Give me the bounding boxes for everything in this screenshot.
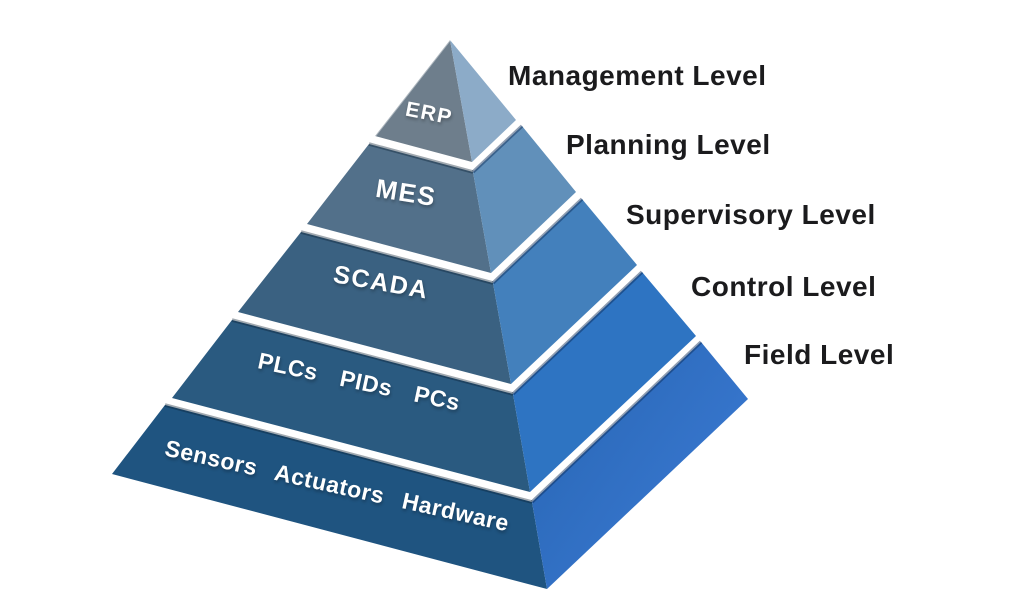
- tier-field-right-face: [532, 342, 748, 589]
- tier-planning-left-face: [307, 144, 491, 273]
- tier-field-left-top-edge: [164, 403, 533, 504]
- tier-management-right-face: [450, 40, 516, 162]
- level-label-field: Field Level: [744, 339, 895, 370]
- level-label-supervisory: Supervisory Level: [626, 199, 876, 230]
- tier-control-right-top-edge: [511, 270, 644, 396]
- tier-supervisory-left-face: [238, 232, 511, 384]
- tier-planning-right-face: [473, 126, 576, 273]
- tier-control-left-face: [172, 320, 530, 492]
- tier-planning-right-top-edge: [471, 124, 524, 174]
- level-label-control: Control Level: [691, 271, 877, 302]
- tier-supervisory-left-top-edge: [300, 230, 494, 285]
- level-label-planning: Planning Level: [566, 129, 771, 160]
- tier-field-left-face: [112, 405, 547, 589]
- tier-field-right-top-edge: [530, 340, 703, 504]
- tier-control-right-face: [513, 272, 696, 492]
- tier-control-left-top-edge: [231, 318, 514, 396]
- tier-supervisory-right-top-edge: [491, 197, 584, 285]
- tier-planning-left-top-edge: [368, 142, 474, 174]
- cap-edge-highlight: [374, 39, 451, 137]
- tier-management-left-face: [375, 40, 472, 162]
- level-label-management: Management Level: [508, 60, 767, 91]
- tier-supervisory-right-face: [493, 199, 637, 384]
